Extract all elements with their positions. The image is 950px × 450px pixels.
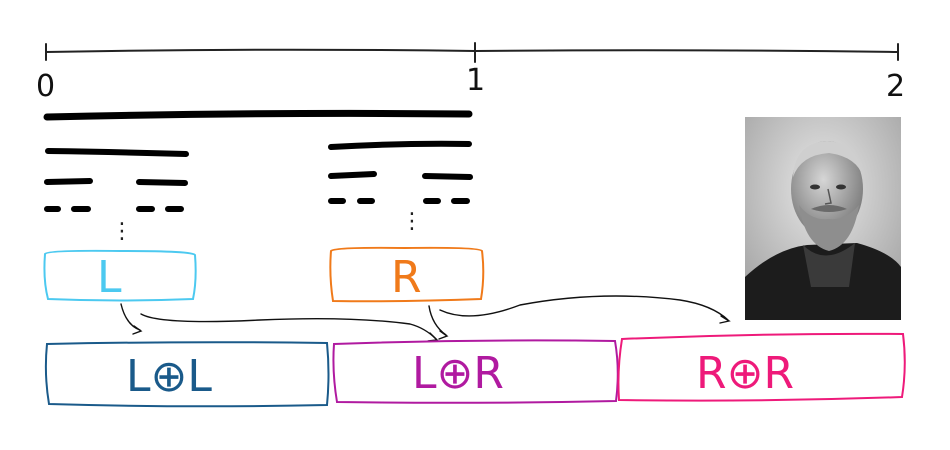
arrow-L-to-LL-head <box>132 325 143 335</box>
portrait-photo <box>745 117 901 320</box>
box-left-plus-left-label: L⊕L <box>126 351 212 402</box>
portrait-hair <box>793 141 863 177</box>
cantor-level-1-right <box>328 140 472 150</box>
portrait-head <box>791 141 863 237</box>
box-left-plus-right-outline <box>332 339 619 404</box>
box-right-set-outline <box>329 246 485 303</box>
box-left-plus-left: L⊕L <box>44 341 330 408</box>
portrait-eye-right <box>836 184 846 190</box>
box-right-set-label: R <box>391 252 422 303</box>
tick-label-2: 2 <box>886 69 905 104</box>
box-right-plus-right: R⊕R <box>617 332 906 402</box>
portrait-eye-left <box>810 184 820 190</box>
box-left-plus-left-outline <box>44 341 330 408</box>
cantor-level-0 <box>43 109 473 121</box>
box-right-set: R <box>329 246 485 303</box>
arrow-R-to-LR-head <box>438 330 449 340</box>
box-right-plus-right-outline <box>617 332 906 402</box>
box-left-plus-right: L⊕R <box>332 339 619 404</box>
tick-label-1: 1 <box>466 63 485 98</box>
portrait-nose <box>824 188 832 205</box>
ellipsis-right: ⋮ <box>401 209 423 234</box>
portrait-beard <box>799 205 859 251</box>
box-right-plus-right-label: R⊕R <box>696 348 794 399</box>
portrait-moustache <box>811 205 847 212</box>
arrow-R-to-RR <box>439 295 729 321</box>
arrow-L-to-LL <box>120 303 141 331</box>
ellipsis-left: ⋮ <box>111 219 133 244</box>
arrow-L-to-LR <box>140 313 437 340</box>
cantor-construction <box>43 109 473 212</box>
arrow-R-to-RR-head <box>719 315 731 324</box>
number-line-axis <box>45 48 899 53</box>
box-left-set-outline <box>43 249 197 302</box>
arrow-L-to-LR-head <box>427 332 439 342</box>
arrow-R-to-LR <box>428 305 447 336</box>
cantor-level-2-a <box>44 178 93 185</box>
box-left-set: L <box>43 249 197 303</box>
arrows <box>120 295 731 342</box>
cantor-level-2-d <box>422 173 473 180</box>
portrait-collar <box>803 243 855 287</box>
cantor-level-2-c <box>328 171 377 179</box>
box-left-set-label: L <box>97 252 122 303</box>
tick-label-0: 0 <box>36 69 55 104</box>
cantor-level-2-b <box>136 179 188 186</box>
cantor-level-1-left <box>45 148 189 157</box>
number-line <box>45 42 899 63</box>
box-left-plus-right-label: L⊕R <box>412 348 504 399</box>
